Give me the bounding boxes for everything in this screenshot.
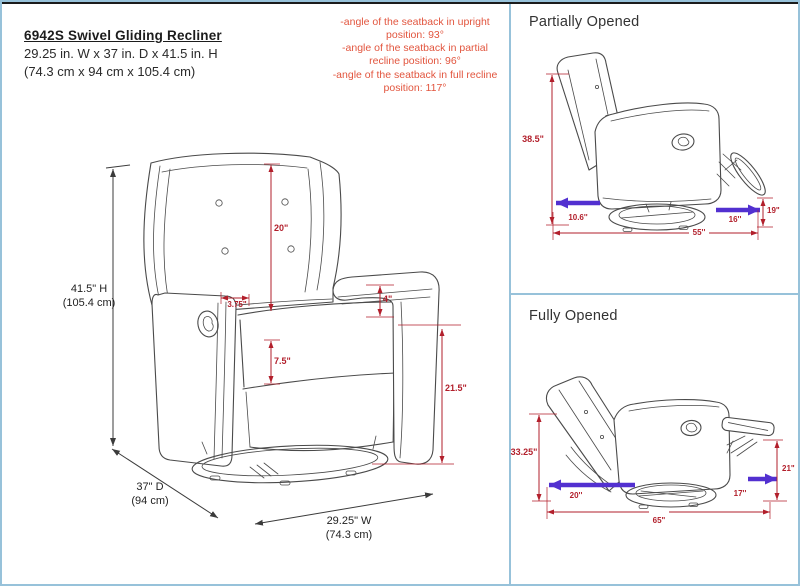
recline-lever-icon bbox=[197, 310, 219, 338]
floor-to-seat-label: 21.5" bbox=[445, 383, 467, 393]
full-footrest-height-label: 21" bbox=[782, 464, 795, 473]
seat-front-label: 7.5" bbox=[274, 356, 291, 366]
seatback-angle-notes: -angle of the seatback in upright positi… bbox=[329, 16, 501, 95]
width-in: 29.25" W bbox=[326, 515, 372, 527]
header-block: 6942S Swivel Gliding Recliner 29.25 in. … bbox=[24, 28, 222, 79]
partially-opened-drawing bbox=[546, 52, 773, 240]
footrest-partial bbox=[730, 152, 766, 196]
fully-opened-title: Fully Opened bbox=[529, 308, 618, 324]
height-dimension-label: 41.5" H (105.4 cm) bbox=[54, 283, 124, 311]
full-overall-depth-label: 65" bbox=[652, 516, 666, 525]
partially-opened-panel: Partially Opened 38.5" 10.6'' 16'' 19" 5… bbox=[509, 2, 798, 293]
fully-opened-panel: Fully Opened 33.25" 20'' 17'' 21" 65" bbox=[509, 293, 798, 584]
arm-to-seat-label: 4" bbox=[383, 294, 393, 304]
side-lever-icon bbox=[671, 133, 695, 151]
partially-opened-title: Partially Opened bbox=[529, 14, 640, 30]
side-lever-icon-full bbox=[680, 419, 702, 437]
seatback-height-label: 20" bbox=[274, 223, 289, 233]
depth-dimension-label: 37" D (94 cm) bbox=[115, 481, 185, 509]
product-title: 6942S Swivel Gliding Recliner bbox=[24, 28, 222, 43]
partial-overall-depth-label: 55'' bbox=[692, 228, 706, 237]
partial-front-extension-label: 16'' bbox=[728, 215, 742, 224]
top-edge-line bbox=[2, 2, 798, 4]
angle-note-full: -angle of the seatback in full recline p… bbox=[332, 68, 498, 94]
full-back-height-label: 33.25" bbox=[510, 447, 538, 457]
front-view-drawing bbox=[105, 152, 461, 526]
dimensions-cm: (74.3 cm x 94 cm x 105.4 cm) bbox=[24, 64, 196, 79]
height-cm: (105.4 cm) bbox=[62, 296, 116, 309]
depth-cm: (94 cm) bbox=[131, 494, 169, 507]
width-dimension-label: 29.25" W (74.3 cm) bbox=[309, 515, 389, 543]
full-rear-extension-label: 20'' bbox=[569, 491, 583, 500]
arm-top-width-label: 3.75" bbox=[227, 300, 247, 309]
partial-footrest-height-label: 19" bbox=[767, 206, 780, 215]
angle-note-upright: -angle of the seatback in upright positi… bbox=[340, 16, 490, 42]
fully-opened-drawing bbox=[529, 376, 787, 519]
width-cm: (74.3 cm) bbox=[325, 528, 373, 541]
depth-in: 37" D bbox=[136, 481, 164, 493]
full-front-extension-label: 17'' bbox=[733, 489, 747, 498]
front-view-panel: 6942S Swivel Gliding Recliner 29.25 in. … bbox=[2, 2, 509, 584]
partial-back-height-label: 38.5" bbox=[522, 134, 544, 144]
dimensions-inches: 29.25 in. W x 37 in. D x 41.5 in. H bbox=[24, 46, 218, 61]
height-in: 41.5" H bbox=[70, 283, 108, 295]
footrest-full bbox=[721, 416, 775, 437]
angle-note-partial: -angle of the seatback in partial reclin… bbox=[342, 42, 488, 68]
partial-rear-extension-label: 10.6'' bbox=[568, 213, 588, 222]
